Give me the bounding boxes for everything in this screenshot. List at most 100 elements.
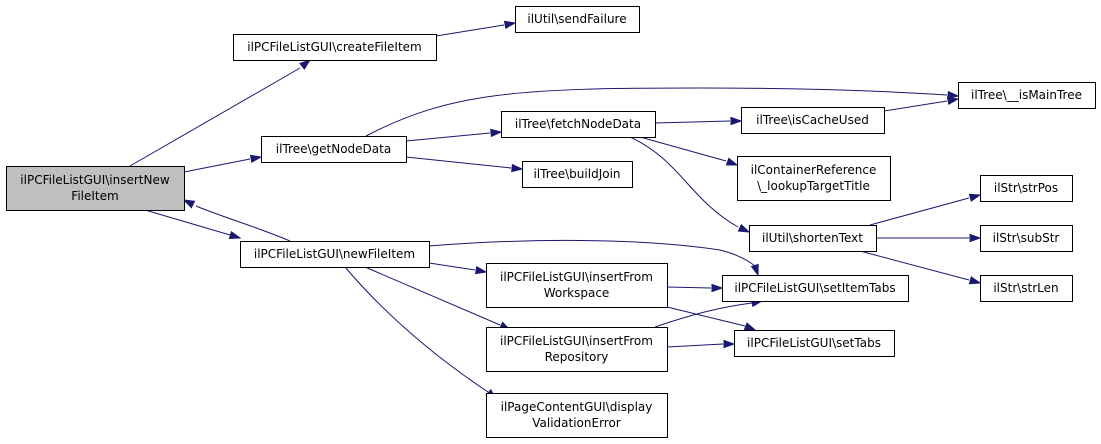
node-setItemTabs[interactable]: ilPCFileListGUI\setItemTabs [722,275,909,302]
edge-line [654,120,731,124]
node-label: \_lookupTargetTitle [757,179,870,193]
edge-line [129,67,301,167]
node-label: ilTree\getNodeData [276,142,391,156]
edge-insertNewFileItem-to-createFileItem [129,59,312,167]
node-label: ilPCFileListGUI\insertFrom [500,270,653,284]
node-label: ValidationError [532,416,621,430]
node-label: FileItem [71,189,118,203]
edge-shortenText-to-strLen [859,250,982,285]
edge-fetchNodeData-to-shortenText [629,136,751,233]
edge-line [654,302,753,328]
node-label: ilUtil\sendFailure [527,12,626,26]
node-box[interactable] [240,241,430,268]
arrowhead-icon [946,96,960,106]
node-label: ilTree\isCacheUsed [756,113,869,127]
node-label: ilPCFileListGUI\setItemTabs [734,281,895,295]
node-label: ilTree\buildJoin [533,167,620,181]
node-label: ilUtil\shortenText [762,231,863,245]
arrowhead-icon [511,163,524,173]
node-label: ilStr\subStr [993,231,1060,245]
node-getNodeData[interactable]: ilTree\getNodeData [261,136,407,163]
edge-isCacheUsed-to-isMainTree [883,96,960,112]
edges-layer [129,20,982,400]
node-createFileItem[interactable]: ilPCFileListGUI\createFileItem [233,34,437,61]
node-subStr[interactable]: ilStr\subStr [980,225,1073,252]
node-buildJoin[interactable]: ilTree\buildJoin [522,161,633,188]
node-box[interactable] [486,393,668,438]
arrowhead-icon [737,223,751,233]
node-label: ilPCFileListGUI\newFileItem [254,247,415,261]
arrowhead-icon [182,199,196,209]
arrowhead-icon [711,283,724,293]
arrowhead-icon [228,230,242,240]
arrowhead-icon [969,233,982,243]
edge-line [639,136,727,162]
node-label: ilStr\strPos [994,181,1058,195]
node-box[interactable] [486,263,668,308]
arrowhead-icon [947,90,960,100]
node-sendFailure[interactable]: ilUtil\sendFailure [515,6,640,33]
node-label: ilPCFileListGUI\insertNew [20,173,170,187]
arrowhead-icon [968,193,982,202]
node-box[interactable] [980,275,1073,302]
node-box[interactable] [515,6,640,33]
arrowhead-icon [503,20,517,30]
arrowhead-icon [299,59,312,70]
node-box[interactable] [958,82,1096,109]
edge-insertNewFileItem-to-newFileItem [144,209,242,240]
arrowhead-icon [723,339,736,349]
node-isMainTree[interactable]: ilTree\__isMainTree [958,82,1096,109]
node-label: ilTree\__isMainTree [971,88,1082,102]
edge-line [405,156,512,169]
node-strPos[interactable]: ilStr\strPos [980,175,1073,202]
node-box[interactable] [980,225,1073,252]
edge-newFileItem-to-setItemTabs [428,239,759,277]
arrowhead-icon [743,322,757,331]
node-isCacheUsed[interactable]: ilTree\isCacheUsed [741,107,885,134]
node-newFileItem[interactable]: ilPCFileListGUI\newFileItem [240,241,430,268]
node-box[interactable] [486,327,668,372]
edge-line [859,250,970,281]
node-strLen[interactable]: ilStr\strLen [980,275,1073,302]
node-box[interactable] [734,330,895,357]
node-fetchNodeData[interactable]: ilTree\fetchNodeData [501,111,656,138]
edge-newFileItem-to-insertNewFileItem [182,199,291,242]
arrowhead-icon [474,265,488,275]
node-box[interactable] [233,34,437,61]
node-box[interactable] [522,161,633,188]
node-box[interactable] [980,175,1073,202]
edge-line [435,24,505,37]
edge-line [666,306,746,327]
edge-line [666,286,712,289]
node-box[interactable] [722,275,909,302]
node-box[interactable] [501,111,656,138]
node-label: ilContainerReference [751,163,877,177]
edge-line [195,205,291,242]
edge-getNodeData-to-fetchNodeData [405,128,503,142]
node-setTabs[interactable]: ilPCFileListGUI\setTabs [734,330,895,357]
node-label: Workspace [544,286,610,300]
edge-newFileItem-to-insertFromWorkspace [428,262,488,275]
edge-line [364,266,501,326]
edge-shortenText-to-strPos [869,193,982,226]
edge-line [405,132,491,142]
node-shortenText[interactable]: ilUtil\shortenText [749,225,877,252]
node-box[interactable] [6,166,185,211]
arrowhead-icon [249,154,263,164]
edge-line [883,100,948,112]
node-box[interactable] [261,136,407,163]
node-box[interactable] [749,225,877,252]
node-box[interactable] [737,156,891,201]
edge-fetchNodeData-to-isCacheUsed [654,116,743,126]
node-box[interactable] [741,107,885,134]
edge-line [428,262,476,271]
edge-line [869,197,970,226]
node-lookupTargetTitle[interactable]: ilContainerReference \_lookupTargetTitle [737,156,891,201]
edge-insertFromWorkspace-to-setItemTabs [666,283,724,293]
arrowhead-icon [968,276,982,285]
